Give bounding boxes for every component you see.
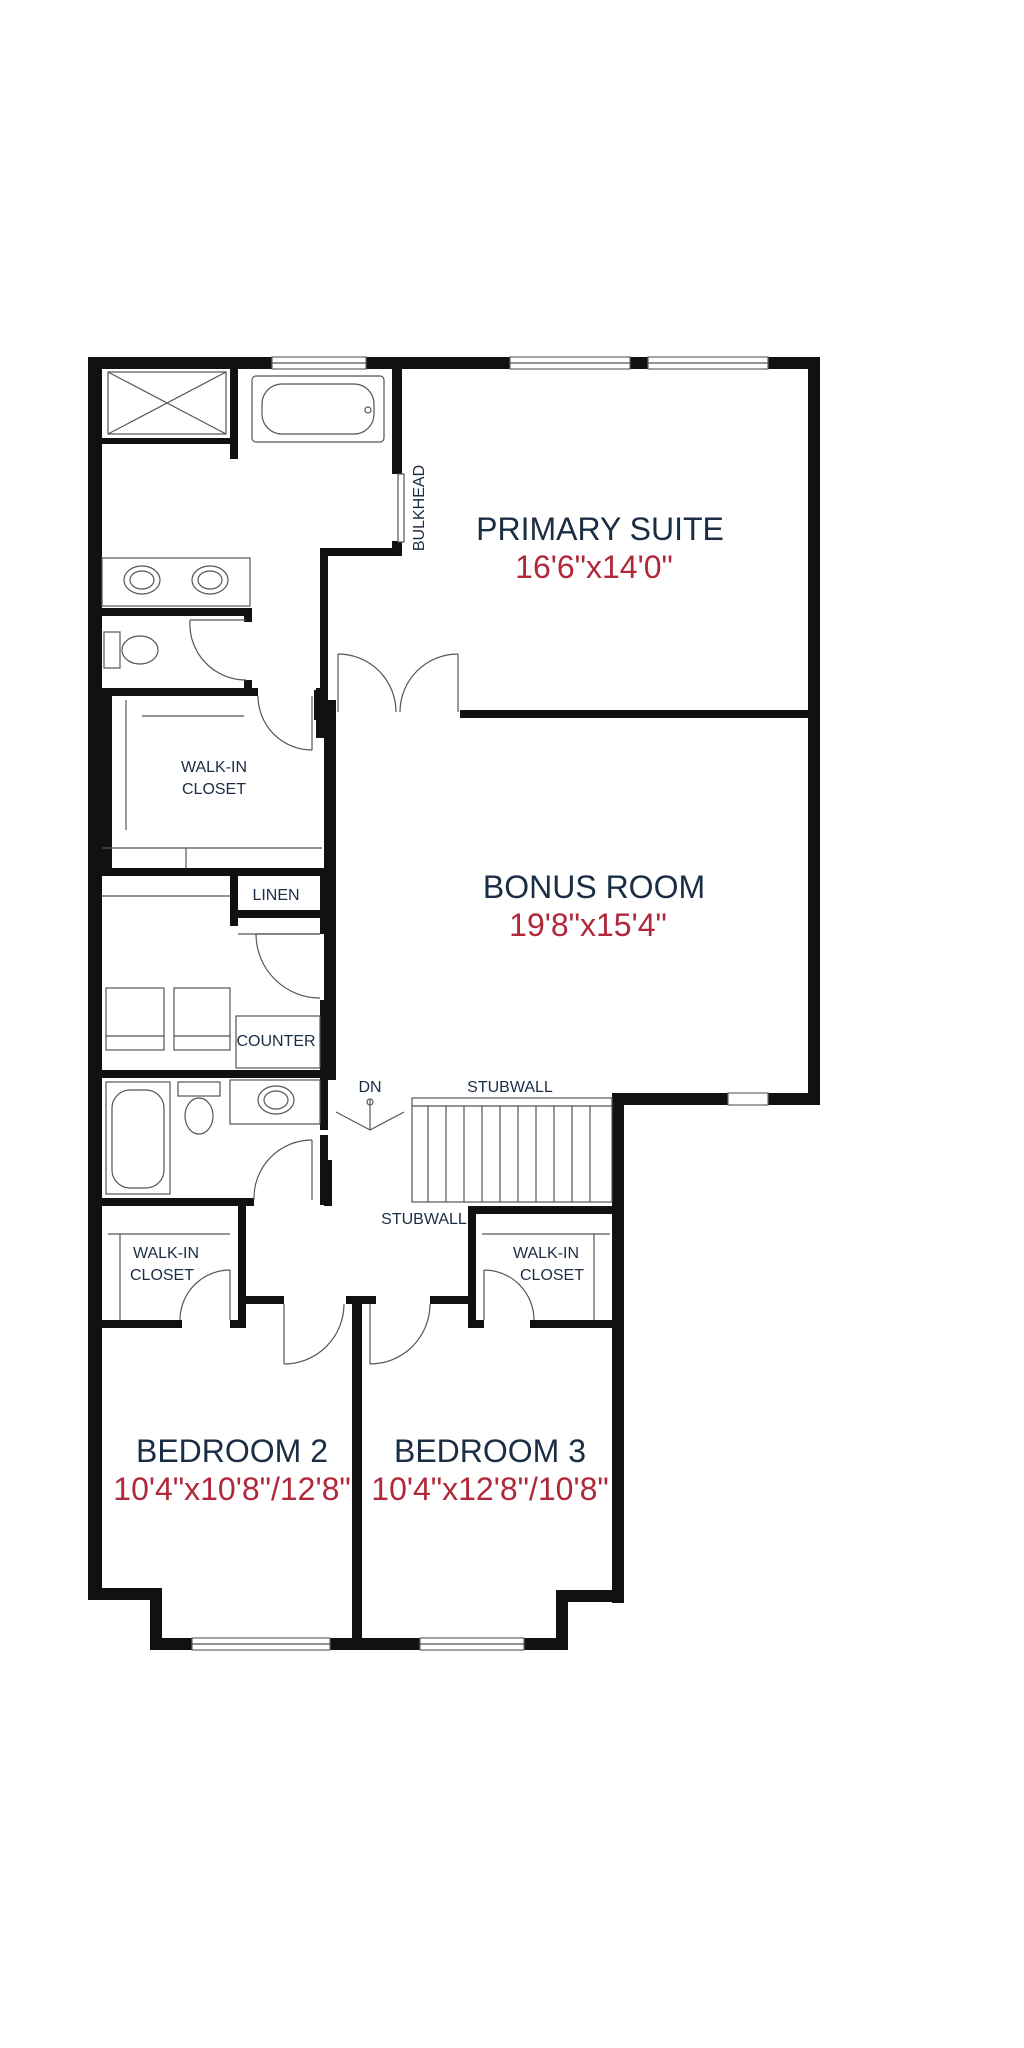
windows — [191, 356, 769, 1651]
walk-in-closet-b2-label-1: WALK-IN — [133, 1245, 199, 1262]
counter-label: COUNTER — [236, 1033, 315, 1050]
interior-walls — [102, 369, 820, 1650]
walk-in-closet-primary-label-2: CLOSET — [182, 781, 246, 798]
primary-suite-dims: 16'6"x14'0" — [515, 549, 673, 585]
toilet-ensuite — [103, 631, 121, 669]
dryer — [173, 987, 231, 1051]
walk-in-closet-b3-label-1: WALK-IN — [513, 1245, 579, 1262]
window-bonus — [727, 1092, 769, 1106]
bathtub-main — [105, 1081, 171, 1195]
toilet-main — [177, 1081, 221, 1097]
bedroom-3-name: BEDROOM 3 — [394, 1433, 586, 1469]
walk-in-closet-primary-label-1: WALK-IN — [181, 759, 247, 776]
counter — [235, 1015, 321, 1069]
vanity-main — [229, 1079, 321, 1125]
linen-label: LINEN — [252, 887, 299, 904]
walk-in-closet-b2-label-2: CLOSET — [130, 1267, 194, 1284]
bulkhead — [397, 473, 405, 543]
vanity-ensuite — [101, 557, 251, 607]
walk-in-closet-b3-label-2: CLOSET — [520, 1267, 584, 1284]
bulkhead-label: BULKHEAD — [411, 465, 428, 551]
exterior-walls — [88, 357, 820, 1650]
dn-label: DN — [358, 1079, 381, 1096]
doors — [179, 619, 535, 1365]
staircase — [335, 1097, 613, 1203]
stubwall-bottom-label: STUBWALL — [381, 1211, 467, 1228]
fixtures — [101, 371, 610, 1320]
bathtub — [251, 375, 385, 443]
washer — [105, 987, 165, 1051]
bedroom-2-dims: 10'4"x10'8"/12'8" — [113, 1471, 350, 1507]
primary-suite-name: PRIMARY SUITE — [476, 511, 724, 547]
bedroom-3-dims: 10'4"x12'8"/10'8" — [371, 1471, 608, 1507]
bonus-room-name: BONUS ROOM — [483, 869, 705, 905]
stubwall-top-label: STUBWALL — [467, 1079, 553, 1096]
bonus-room-dims: 19'8"x15'4" — [509, 907, 667, 943]
bedroom-2-name: BEDROOM 2 — [136, 1433, 328, 1469]
